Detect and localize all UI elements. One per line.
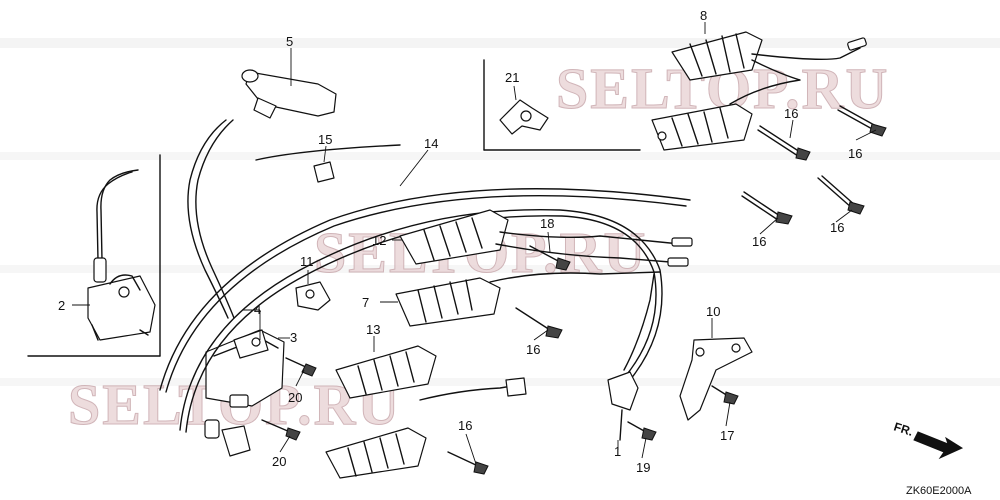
part-bracket-10 [679, 318, 753, 421]
background-ghost-text [0, 38, 1000, 386]
part-wire-harness [159, 144, 691, 433]
callout-labels: 5 8 21 15 14 16 16 16 16 18 12 11 7 16 2… [58, 8, 862, 475]
part-coil-lower-right [651, 103, 753, 151]
callout-19: 19 [636, 460, 650, 475]
callout-15: 15 [318, 132, 332, 147]
bolt-16f [447, 451, 489, 475]
bolt-16d [741, 191, 793, 225]
bolts [261, 105, 887, 475]
callout-2: 2 [58, 298, 65, 313]
callout-11: 11 [300, 254, 314, 269]
callout-5: 5 [286, 34, 293, 49]
callout-16-top-b: 16 [848, 146, 862, 161]
part-grommet [295, 270, 331, 311]
callout-16-bottom: 16 [458, 418, 472, 433]
callout-12: 12 [372, 233, 386, 248]
bolt-16e [515, 307, 563, 339]
front-direction-marker: FR. [892, 420, 964, 460]
diagram-code: ZK60E2000A [906, 485, 972, 497]
callout-18: 18 [540, 216, 554, 231]
bolt-19 [627, 421, 657, 441]
callout-10: 10 [706, 304, 720, 319]
bolt-20a [285, 357, 317, 377]
bolt-16c [817, 175, 865, 215]
bolt-16a [837, 105, 887, 137]
callout-leaders [279, 119, 877, 465]
bolt-17 [711, 385, 739, 405]
callout-20-a: 20 [288, 390, 302, 405]
callout-3: 3 [290, 330, 297, 345]
callout-13: 13 [366, 322, 380, 337]
callout-8: 8 [700, 8, 707, 23]
part-bracket-21 [483, 59, 641, 151]
callout-16-mid-b: 16 [830, 220, 844, 235]
callout-20-b: 20 [272, 454, 286, 469]
part-sensor-1 [607, 273, 655, 450]
callout-21: 21 [505, 70, 519, 85]
callout-16-mid-a: 16 [752, 234, 766, 249]
fr-label: FR. [892, 420, 915, 439]
part-coil-module [204, 309, 290, 457]
callout-17: 17 [720, 428, 734, 443]
part-clip-15 [313, 145, 335, 183]
arrow-icon [913, 431, 964, 460]
callout-1: 1 [614, 444, 621, 459]
part-coil-8 [671, 22, 867, 105]
callout-14: 14 [424, 136, 438, 151]
callout-16-mid-c: 16 [526, 342, 540, 357]
callout-4: 4 [254, 302, 261, 317]
callout-16-top-a: 16 [784, 106, 798, 121]
bolt-18 [529, 245, 571, 271]
part-coil-12 [392, 209, 693, 267]
callout-7: 7 [362, 295, 369, 310]
part-ignition-coil [27, 154, 161, 357]
part-coil-7 [380, 271, 661, 327]
part-coil-13 [325, 336, 527, 479]
bolt-16b [757, 125, 811, 161]
